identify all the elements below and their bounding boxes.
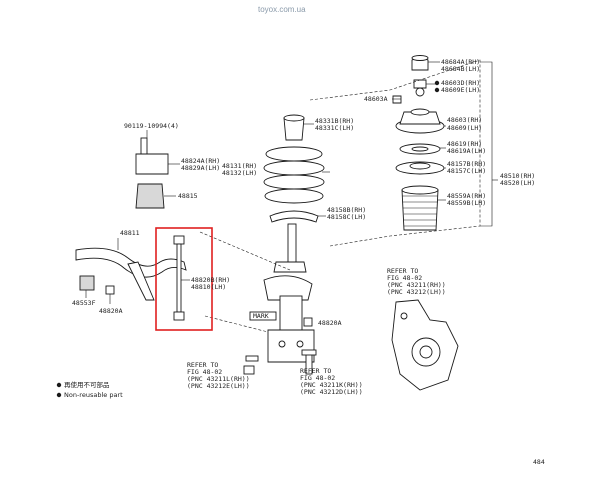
svg-text:FIG 48-02: FIG 48-02 xyxy=(300,374,335,382)
label-48158c: 48158C(LH) xyxy=(327,213,366,221)
svg-text:REFER TO: REFER TO xyxy=(300,367,331,375)
label-48603a: 48603A xyxy=(364,95,388,103)
mark-tag xyxy=(249,311,277,321)
label-48815: 48815 xyxy=(178,192,198,200)
label-48131: 48131(RH) xyxy=(222,162,257,170)
label-48157b: 48157B(RH) xyxy=(447,160,486,168)
watermark: toyox.com.ua xyxy=(258,5,306,14)
svg-text:(PNC 43211(RH)): (PNC 43211(RH)) xyxy=(387,281,446,289)
label-48157c: 48157C(LH) xyxy=(447,167,486,175)
label-48684a: 48684A(RH) xyxy=(441,58,480,66)
label-48609e: 48609E(LH) xyxy=(441,86,480,94)
stabilizer-bushing xyxy=(135,183,165,209)
stabilizer-bar xyxy=(75,247,187,278)
svg-text:REFER TO: REFER TO xyxy=(187,361,218,369)
strut-mount-hub xyxy=(410,108,430,116)
label-48811: 48811 xyxy=(120,229,140,237)
label-48559b: 48559B(LH) xyxy=(447,199,486,207)
label-48820a-right: 48820A xyxy=(318,319,342,327)
right-leaders xyxy=(392,61,498,227)
svg-text:(PNC 43212E(LH)): (PNC 43212E(LH)) xyxy=(187,382,250,390)
bolt-90119 xyxy=(140,137,148,155)
spring-lower-seat xyxy=(263,275,313,301)
svg-text:(PNC 43211L(RH)): (PNC 43211L(RH)) xyxy=(187,375,250,383)
label-48331b: 48331B(RH) xyxy=(315,117,354,125)
label-48810: 48810(LH) xyxy=(191,283,226,291)
legend-dot xyxy=(56,392,62,398)
label-48603: 48603(RH) xyxy=(447,116,482,124)
piston-rod xyxy=(287,223,297,265)
label-48158b: 48158B(RH) xyxy=(327,206,366,214)
washer xyxy=(415,87,425,97)
svg-text:FIG 48-02: FIG 48-02 xyxy=(187,368,222,376)
assembly-outline xyxy=(309,59,481,247)
coil-spring-group xyxy=(263,114,325,223)
label-48609: 48609(LH) xyxy=(447,124,482,132)
label-48684b: 48684B(LH) xyxy=(441,65,480,73)
label-48520: 48520(LH) xyxy=(500,179,535,187)
strut-collar xyxy=(273,261,307,273)
highlight-box xyxy=(155,227,213,331)
label-48132: 48132(LH) xyxy=(222,169,257,177)
label-48820a-left: 48820A xyxy=(99,307,123,315)
label-48829a: 48829A(LH) xyxy=(181,164,220,172)
label-48331c: 48331C(LH) xyxy=(315,124,354,132)
label-48820b: 48820B(RH) xyxy=(191,276,230,284)
svg-text:(PNC 43212D(LH)): (PNC 43212D(LH)) xyxy=(300,388,363,396)
svg-text:(PNC 43212(LH)): (PNC 43212(LH)) xyxy=(387,288,446,296)
reference-lower-right: REFER TO FIG 48-02 (PNC 43211K(RH)) (PNC… xyxy=(300,367,363,396)
reference-knuckle: REFER TO FIG 48-02 (PNC 43211(RH)) (PNC … xyxy=(387,267,446,296)
label-90119: 90119-10994(4) xyxy=(124,122,179,130)
svg-text:FIG 48-02: FIG 48-02 xyxy=(387,274,422,282)
page-number: 484 xyxy=(533,458,545,466)
label-48603d: 48603D(RH) xyxy=(441,79,480,87)
legend-japanese: 再使用不可部品 xyxy=(64,380,110,389)
stabilizer-link xyxy=(173,235,190,321)
nut-48603d xyxy=(413,79,427,89)
nut-48603a xyxy=(392,95,402,104)
bump-stop-top xyxy=(401,185,439,195)
label-48824a: 48824A(RH) xyxy=(181,157,220,165)
nonreusable-dot xyxy=(434,87,440,93)
part-labels: 48684A(RH) 48684B(LH) 48603D(RH) 48609E(… xyxy=(72,58,535,327)
legend-english: Non-reusable part xyxy=(64,391,123,399)
bushing-48553f xyxy=(79,275,95,291)
label-48619: 48619(RH) xyxy=(447,140,482,148)
mark-label: MARK xyxy=(253,312,269,320)
nonreusable-dot xyxy=(434,80,440,86)
label-48510: 48510(RH) xyxy=(500,172,535,180)
lower-bolts xyxy=(243,349,317,375)
label-48553f: 48553F xyxy=(72,299,96,307)
nut-48820a-left xyxy=(105,285,115,295)
svg-text:REFER TO: REFER TO xyxy=(387,267,418,275)
strut-upper-components xyxy=(392,55,445,231)
legend: 再使用不可部品 Non-reusable part xyxy=(56,380,123,399)
spring-insulator-top xyxy=(283,114,305,122)
label-48559a: 48559A(RH) xyxy=(447,192,486,200)
dust-cap-top xyxy=(411,55,429,61)
stabilizer-bracket xyxy=(135,153,169,175)
reference-lower-left: REFER TO FIG 48-02 (PNC 43211L(RH)) (PNC… xyxy=(187,361,250,390)
label-48619a: 48619A(LH) xyxy=(447,147,486,155)
steering-knuckle xyxy=(391,299,459,391)
legend-dot xyxy=(56,382,62,388)
coil-spring xyxy=(263,146,325,204)
strut-body: MARK xyxy=(249,223,315,363)
svg-text:(PNC 43211K(RH)): (PNC 43211K(RH)) xyxy=(300,381,363,389)
nut-48820a-right xyxy=(303,317,313,327)
lower-insulator xyxy=(269,210,319,223)
spring-seat-hole xyxy=(409,162,431,170)
mount-bearing-hole xyxy=(411,146,429,152)
stabilizer-group xyxy=(75,137,187,301)
